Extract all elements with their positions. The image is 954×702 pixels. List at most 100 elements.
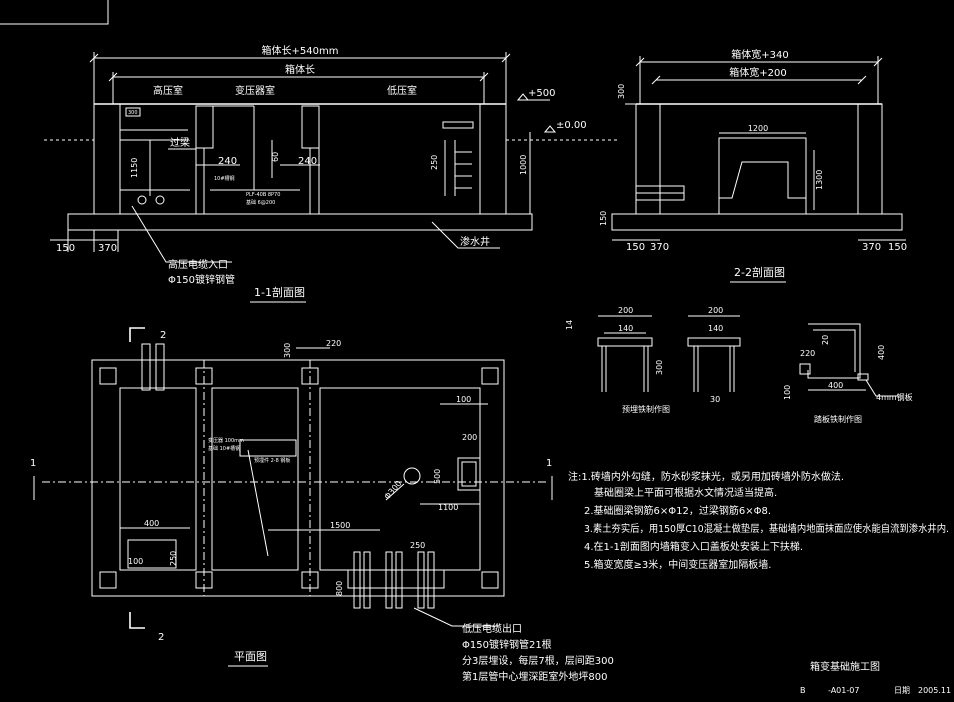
dim-150b: 150 [626,242,645,253]
wall-inner-2 [301,105,320,149]
lv-cable-0: 低压电缆出口 [462,622,522,635]
note-line-4: 4.在1-1剖面图内墙箱变入口盖板处安装上下扶梯. [584,540,803,553]
dim-400h: 400 [828,381,843,390]
dim-370r: 370 [862,242,881,253]
plan-dim-800: 800 [335,581,344,596]
title-block: 箱变基础施工图 B -A01-07 日期 2005.11 [800,660,951,695]
plan-dim-300: 300 [283,343,292,358]
plan-dim-220: 220 [326,339,341,348]
plan-dim-200: 200 [462,433,477,442]
note-b: PLF-40B 8P70 [246,192,280,198]
dim-1300: 1300 [815,170,824,190]
beam-label: 过梁 [170,136,190,149]
details: 200 140 14 300 200 140 30 预埋铁制作图 20 220 … [565,306,913,424]
frame-corner [0,0,109,25]
dim-200b: 200 [708,306,723,315]
base-slab [67,213,533,231]
section-1-1: 箱体长+540mm 箱体长 高压室 变压器室 低压室 300 过梁 1150 [44,44,620,303]
elev-000: ±0.00 [556,120,587,131]
drawing-title: 箱变基础施工图 [810,660,880,673]
dim-220: 220 [800,349,815,358]
plan-outline [91,359,505,597]
room-tr: 变压器室 [235,84,275,97]
hv-pipe-2 [155,195,165,205]
plan-dim-1500: 1500 [330,521,350,530]
section22-title: 2-2剖面图 [734,265,785,279]
lv-pipe-group [353,551,435,609]
dim-370-22: 370 [650,242,669,253]
dim-w200: 箱体宽+200 [729,66,786,79]
sump-circle [403,467,421,485]
stair-lines [120,129,188,141]
section11-title: 1-1剖面图 [254,285,305,299]
hv-cable-1: 高压电缆入口 [168,258,228,271]
base-slab-22 [611,213,903,231]
mark-1-left: 1 [30,458,36,469]
dim-1200: 1200 [748,124,768,133]
dim-400v: 400 [877,345,886,360]
step-plate [807,323,861,379]
plan-dim-400: 400 [144,519,159,528]
lv-cable-2: 分3层埋设，每层7根，层间距300 [462,654,614,667]
wall-right [479,103,507,215]
note-line-5: 5.箱变宽度≥3米，中间变压器室加隔板墙. [584,558,771,571]
detail-a-title: 预埋铁制作图 [622,404,670,414]
dim-240b: 240 [298,156,317,167]
dim-1150: 1150 [130,158,139,178]
note-line-0: 注:1.砖墙内外勾缝，防水砂浆抹光，或另用加砖墙外防水做法. [568,470,844,483]
mark-2-bot: 2 [158,632,164,643]
plan-dim-500: 500 [433,469,442,484]
plan-dim-250: 250 [169,551,178,566]
dim-150v: 150 [599,211,608,226]
sump-label: 渗水井 [460,235,490,248]
plate-label: 4mm钢板 [876,392,913,402]
dim-30: 30 [710,395,720,404]
plan-dim-1100: 1100 [438,503,458,512]
tr-note-3: 预埋件 2-8 钢板 [254,457,290,464]
dim-300: 300 [617,84,626,99]
elev-p500: +500 [528,88,555,99]
dim-200a: 200 [618,306,633,315]
mark-1-right: 1 [546,458,552,469]
lv-cable-1: Φ150镀锌钢管21根 [462,638,552,651]
drawing-code-a: B [800,686,806,695]
hv-cable-2: Φ150镀锌钢管 [168,273,235,286]
plan-dim-100b: 100 [128,557,143,566]
plan-title: 平面图 [234,650,267,663]
dim-150: 150 [56,243,75,254]
dim-140b: 140 [708,324,723,333]
dim-100-det: 100 [783,385,792,400]
dim-60: 60 [271,152,280,162]
dim-300-det: 300 [655,360,664,375]
embed-plate-a [597,337,653,347]
notes-block: 注:1.砖墙内外勾缝，防水砂浆抹光，或另用加砖墙外防水做法. 基础圈梁上平面可根… [568,470,949,571]
wall-22-right [857,103,883,215]
dim-14: 14 [565,320,574,330]
embed-plate-b [687,337,741,347]
detail-b-title: 踏板铁制作图 [814,414,862,424]
wall-left [93,103,121,215]
note-c: 基础 6@200 [246,199,275,206]
hv-cable-leader [131,205,232,263]
dim-250: 250 [430,155,439,170]
dim-1000: 1000 [519,155,528,175]
date-label: 日期 [894,686,910,695]
sump-leader [431,221,500,249]
wall-22-left [635,103,661,215]
dim-240a: 240 [218,156,237,167]
drawing-code-b: -A01-07 [828,686,859,695]
note-line-2: 2.基础圈梁钢筋6×Φ12，过梁钢筋6×Φ8. [584,504,771,517]
hv-pipe-1 [137,195,147,205]
hv-pipe-plan-2 [155,343,165,391]
dim-w340: 箱体宽+340 [731,48,788,61]
elev-marker-1 [516,93,530,101]
elev-marker-2 [543,125,557,133]
mark-2-top: 2 [160,330,166,341]
transformer-door-line [247,449,269,557]
plan-view: 2 2 1 1 300 220 100 Φ300 200 500 1100 变压… [30,327,614,683]
dim-370: 370 [98,243,117,254]
note-a: 10#槽钢 [214,175,235,182]
dim-140a: 140 [618,324,633,333]
dim-20: 20 [821,335,830,345]
